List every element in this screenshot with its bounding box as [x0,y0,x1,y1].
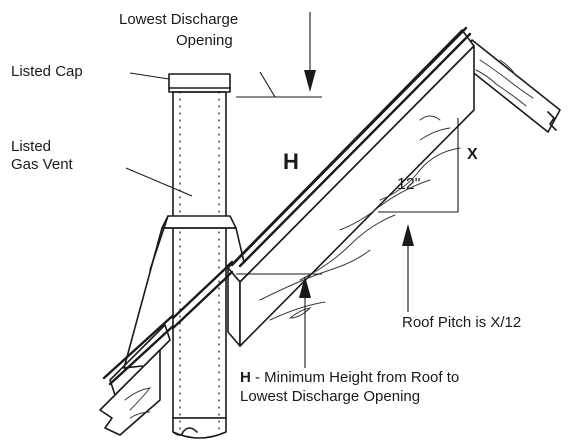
arrow-lowest-discharge [304,12,316,92]
pitch-rise-symbol: X [467,146,478,163]
min-height-h: H [240,369,251,386]
listed-cap-label: Listed Cap [11,63,83,80]
lowest-discharge-label-line1: Lowest Discharge [119,11,239,28]
height-symbol: H [283,149,299,174]
min-height-label-line2: Lowest Discharge Opening [240,388,421,405]
arrow-roof-pitch [402,224,414,312]
roof-pitch-label: Roof Pitch is X/12 [402,314,522,331]
gas-vent-pipe [172,87,227,439]
arrow-min-height [299,276,311,368]
roof-board [227,26,475,347]
leader-lines [125,71,459,275]
listed-gas-vent-label-line1: Listed [11,138,52,155]
right-roof-board [459,39,561,133]
roof-over-pipe [171,266,228,330]
pitch-run-label: 12" [397,176,421,193]
min-height-label-line1: H - Minimum Height from Roof to [240,369,459,386]
lowest-discharge-label-line2: Opening [176,32,233,49]
storm-collar [123,215,245,369]
vent-cap [168,73,231,93]
listed-gas-vent-label-line2: Gas Vent [11,156,73,173]
min-height-text: - Minimum Height from Roof to [250,369,460,386]
